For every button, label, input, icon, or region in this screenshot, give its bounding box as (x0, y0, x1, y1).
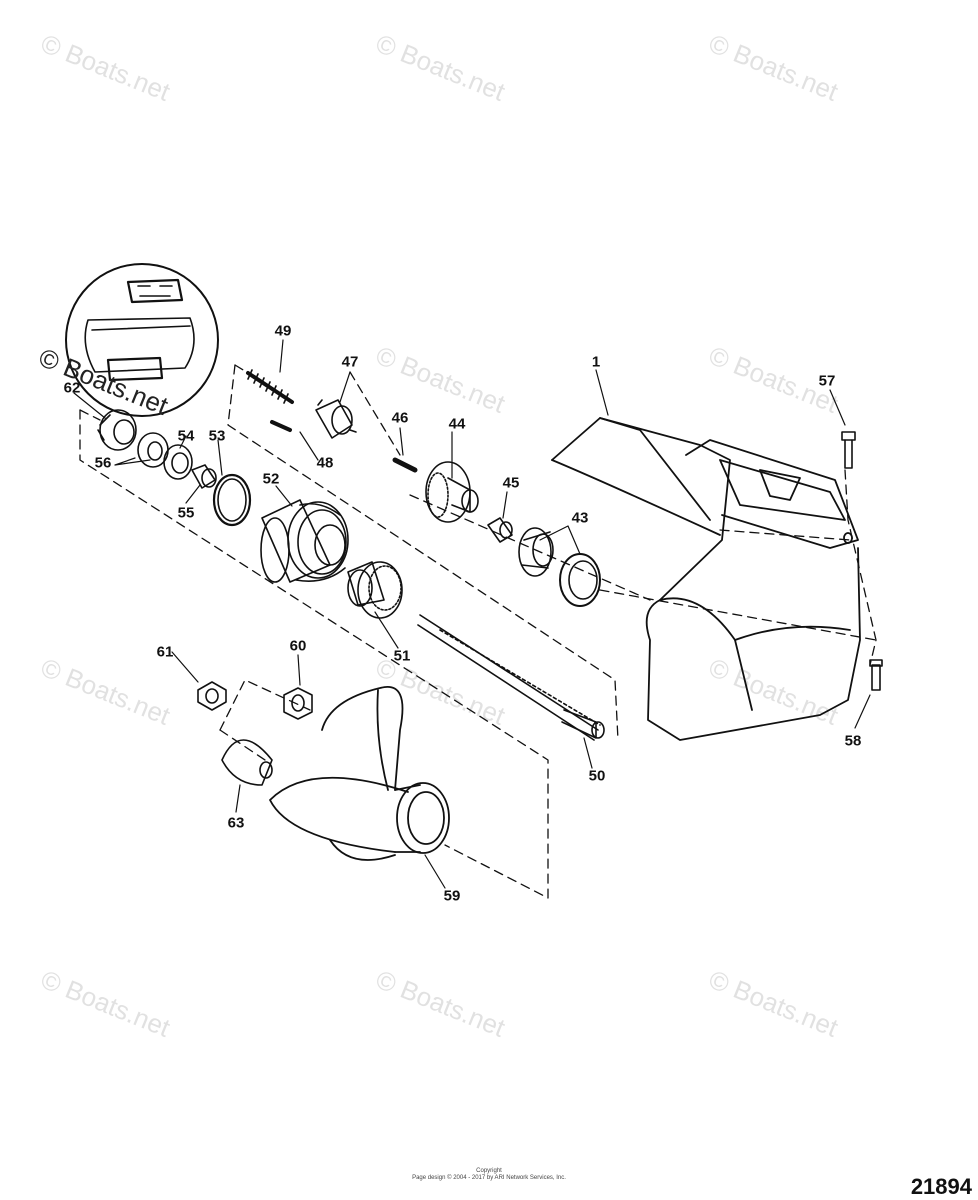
part-60 (283, 687, 313, 720)
part-50 (417, 614, 605, 741)
callout-63: 63 (227, 814, 245, 832)
callout-53: 53 (208, 427, 226, 445)
callout-52: 52 (262, 470, 280, 488)
inset-detail (65, 263, 219, 417)
part-55 (191, 464, 217, 489)
copyright-line-1: Copyright (476, 1168, 502, 1174)
part-43 (518, 527, 601, 607)
part-1-gearcase (551, 417, 861, 741)
callout-55: 55 (177, 504, 195, 522)
part-57 (841, 431, 856, 469)
callout-45: 45 (502, 474, 520, 492)
part-59-propeller (269, 686, 450, 861)
part-53 (212, 473, 252, 527)
callout-50: 50 (588, 767, 606, 785)
callout-51: 51 (393, 647, 411, 665)
part-44 (425, 461, 479, 523)
callout-58: 58 (844, 732, 862, 750)
callout-48: 48 (316, 454, 334, 472)
part-58 (869, 659, 883, 691)
callout-57: 57 (818, 372, 836, 390)
callout-54: 54 (177, 427, 195, 445)
part-46 (392, 457, 418, 473)
copyright-line-2: Page design © 2004 - 2017 by ARI Network… (412, 1175, 566, 1181)
callout-60: 60 (289, 637, 307, 655)
callout-43: 43 (571, 509, 589, 527)
callout-47: 47 (341, 353, 359, 371)
leader-lines (73, 339, 871, 889)
callout-44: 44 (448, 415, 466, 433)
part-45 (487, 517, 513, 543)
callout-49: 49 (274, 322, 292, 340)
callout-61: 61 (156, 643, 174, 661)
part-62 (97, 409, 137, 451)
part-49 (246, 369, 294, 404)
part-61 (197, 681, 227, 711)
callout-1: 1 (591, 353, 601, 371)
part-63 (221, 739, 273, 786)
callout-62: 62 (63, 379, 81, 397)
part-52 (260, 499, 349, 583)
assembly-guide-lines (79, 364, 877, 899)
callout-56: 56 (94, 454, 112, 472)
callout-46: 46 (391, 409, 409, 427)
part-54 (163, 444, 193, 480)
part-48 (270, 420, 292, 432)
callout-59: 59 (443, 887, 461, 905)
figure-number: 21894 (910, 1174, 972, 1199)
part-47 (315, 399, 357, 439)
part-51 (347, 561, 403, 619)
